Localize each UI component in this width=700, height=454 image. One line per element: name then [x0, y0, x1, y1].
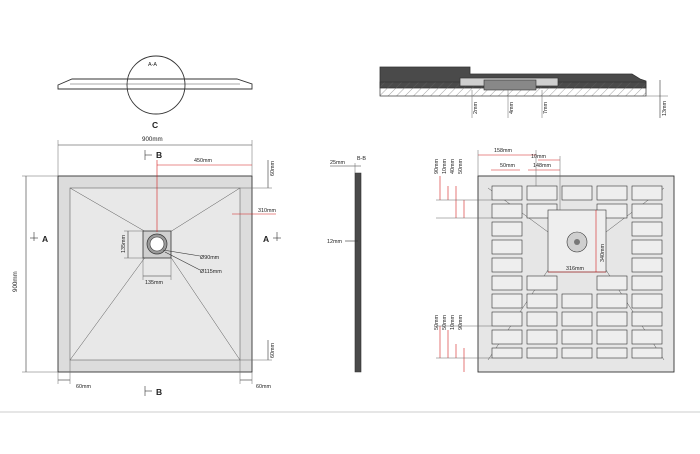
dim-left-bottom-2: 50mm: [442, 315, 448, 330]
mark-b-top: B: [156, 150, 162, 160]
dim-60-bottom-right-v: 60mm: [270, 343, 276, 358]
dim-60-top-right: 60mm: [270, 161, 276, 176]
dim-158: 158mm: [494, 148, 512, 154]
dim-60-bottom-right-h: 60mm: [256, 384, 271, 390]
dim-dia-115: Ø115mm: [200, 269, 222, 275]
dim-4mm: 4mm: [509, 102, 515, 114]
top-view: 900mm 900mm 450mm 310mm 60mm 135mm 135mm…: [12, 136, 281, 397]
section-bb-view: B-B 25mm 12mm: [327, 156, 366, 373]
mark-a-left: A: [42, 234, 48, 244]
dim-135-h: 135mm: [145, 280, 163, 286]
dim-450: 450mm: [194, 158, 212, 164]
dim-left-bottom-1: 50mm: [434, 315, 440, 330]
dim-left-bottom-4: 90mm: [458, 315, 464, 330]
dim-left-top-4: 50mm: [458, 159, 464, 174]
section-bb-label: B-B: [357, 156, 366, 162]
dim-60-bottom-left: 60mm: [76, 384, 91, 390]
detail-c-section-view: 2mm 4mm 7mm 13mm: [379, 66, 668, 118]
dim-left-top-2: 10mm: [442, 159, 448, 174]
dim-width-900: 900mm: [142, 136, 163, 143]
dim-316: 316mm: [566, 266, 584, 272]
dim-340: 340mm: [600, 244, 606, 262]
dim-left-bottom-3: 10mm: [450, 315, 456, 330]
bottom-view: 158mm 10mm 50mm 148mm 316mm 340mm 90mm 1…: [434, 148, 675, 373]
mark-a-right: A: [263, 234, 269, 244]
dim-left-top-1: 90mm: [434, 159, 440, 174]
dim-25mm: 25mm: [330, 160, 345, 166]
dim-dia-90: Ø90mm: [200, 255, 220, 261]
detail-c-label: C: [152, 120, 158, 130]
dim-left-top-3: 40mm: [450, 159, 456, 174]
mark-b-bottom: B: [156, 387, 162, 397]
dim-7mm: 7mm: [543, 102, 549, 114]
dim-12mm: 12mm: [327, 239, 342, 245]
dim-135-v: 135mm: [121, 235, 127, 253]
dim-13mm: 13mm: [662, 101, 668, 116]
dim-50: 50mm: [500, 163, 515, 169]
dim-2mm: 2mm: [473, 102, 479, 114]
section-aa-view: A-A C: [57, 55, 253, 130]
section-aa-label: A-A: [148, 62, 157, 68]
dim-10: 10mm: [531, 154, 546, 160]
dim-310: 310mm: [258, 208, 276, 214]
detail-c-circle: [126, 55, 186, 115]
dim-148: 148mm: [533, 163, 551, 169]
dim-height-900: 900mm: [12, 271, 19, 292]
